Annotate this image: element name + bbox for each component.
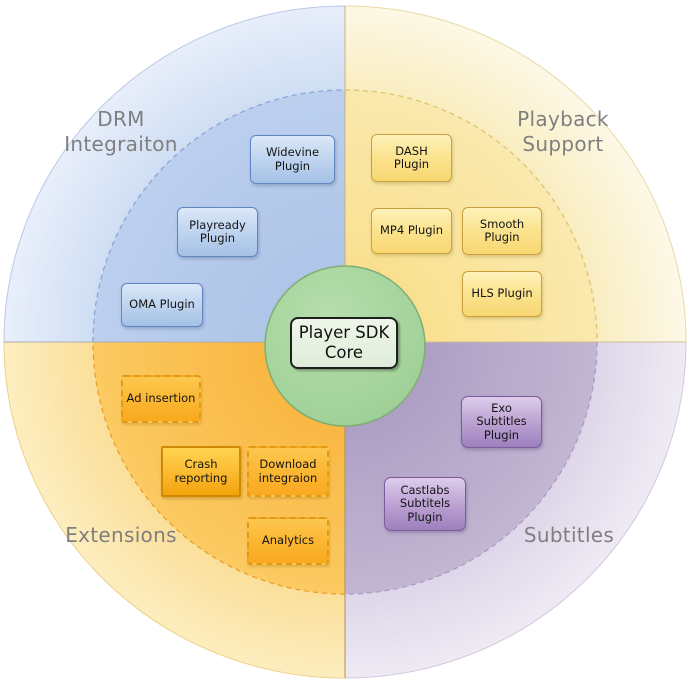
oma-plugin-node: OMA Plugin	[121, 283, 203, 327]
node-label: Analytics	[261, 533, 315, 548]
subtitles-dashed-arc	[344, 341, 598, 595]
dash-plugin-node: DASH Plugin	[371, 134, 452, 182]
smooth-plugin-node: Smooth Plugin	[462, 207, 542, 255]
node-label: OMA Plugin	[129, 297, 195, 312]
castlabs-subtitles-plugin-node: Castlabs Subtitels Plugin	[384, 477, 466, 531]
node-label: Exo Subtitles Plugin	[476, 401, 527, 442]
node-label: Crash reporting	[174, 457, 228, 485]
subtitles-outer-arc	[344, 341, 687, 679]
extensions-dashed-arc	[92, 341, 346, 595]
drm-quadrant-label: DRM Integraiton	[64, 107, 178, 156]
hls-plugin-node: HLS Plugin	[462, 271, 542, 317]
drm-dashed-arc	[92, 89, 346, 343]
node-label: DASH Plugin	[393, 143, 430, 171]
mp4-plugin-node: MP4 Plugin	[371, 208, 452, 254]
download-integration-node: Download integraion	[247, 446, 329, 497]
player-sdk-core-node: Player SDK Core	[290, 317, 398, 369]
playback-quadrant-label: Playback Support	[517, 107, 609, 156]
crash-reporting-node: Crash reporting	[161, 446, 241, 497]
node-label: Widevine Plugin	[265, 145, 320, 173]
playback-dashed-arc	[344, 89, 598, 343]
core-label: Player SDK Core	[298, 323, 390, 362]
widevine-plugin-node: Widevine Plugin	[250, 135, 335, 184]
playback-outer-arc	[344, 5, 687, 343]
node-label: HLS Plugin	[471, 286, 533, 301]
subtitles-quadrant-label: Subtitles	[523, 523, 615, 547]
exo-subtitles-plugin-node: Exo Subtitles Plugin	[461, 396, 542, 448]
node-label: Download integraion	[258, 457, 318, 485]
node-label: MP4 Plugin	[379, 223, 444, 238]
node-label: Castlabs Subtitels Plugin	[399, 483, 451, 524]
node-label: Playready Plugin	[189, 217, 246, 245]
analytics-node: Analytics	[247, 517, 329, 565]
extensions-quadrant-label: Extensions	[65, 523, 177, 547]
playready-plugin-node: Playready Plugin	[177, 207, 258, 257]
extensions-outer-arc	[3, 341, 346, 679]
node-label: Ad insertion	[126, 391, 196, 406]
drm-outer-arc	[3, 5, 346, 343]
node-label: Smooth Plugin	[479, 216, 525, 244]
ad-insertion-node: Ad insertion	[121, 375, 201, 423]
